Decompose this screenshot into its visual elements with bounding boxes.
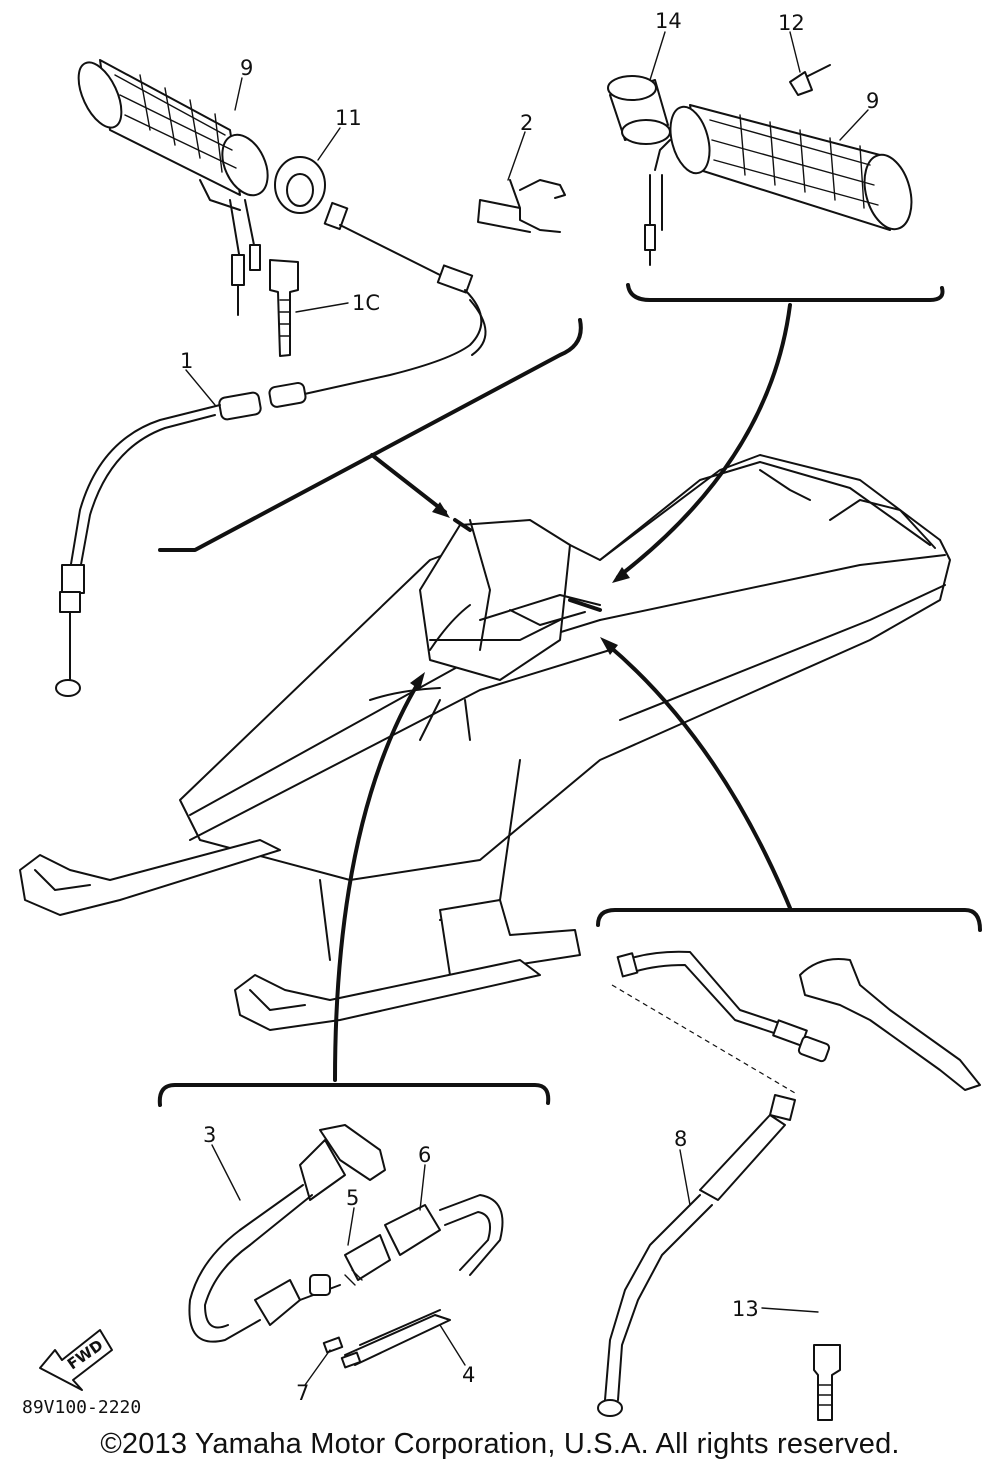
cable-band [269,259,299,357]
right-grip-group [607,64,913,266]
bottom-right-bracket [596,908,982,932]
callout-11: 11 [335,106,362,130]
callout-13: 13 [732,1297,759,1321]
grip-heater-left [77,59,269,316]
callout-7: 7 [296,1381,309,1405]
callout-9-left: 9 [240,56,253,80]
screw [789,64,831,96]
bottom-right-arrow [606,643,792,910]
cable-hook [477,179,566,233]
collar-ring [274,156,326,214]
bottom-left-group [188,1124,504,1369]
left-group-arrow [370,453,447,514]
callout-4: 4 [462,1363,475,1387]
callout-8: 8 [674,1127,687,1151]
fwd-arrow-icon: FWD [39,1329,113,1391]
callout-6: 6 [418,1143,431,1167]
right-group-bracket [626,283,945,302]
callout-2: 2 [520,111,533,135]
callout-leaders [185,31,869,1386]
callout-12: 12 [778,11,805,35]
bottom-left-arrow [333,678,422,1082]
callout-1: 1 [180,349,193,373]
callout-9-right: 9 [866,89,879,113]
grip-cap [607,75,671,145]
snowmobile-illustration [19,454,951,1031]
bottom-left-bracket [157,1083,551,1107]
copyright-notice: ©2013 Yamaha Motor Corporation, U.S.A. A… [100,1428,900,1460]
callout-5: 5 [346,1186,359,1210]
left-grip-group [55,59,566,697]
bottom-right-group [597,950,981,1421]
throttle-cable [55,201,487,697]
diagram-code: 89V100-2220 [22,1397,141,1418]
callout-10: 1C [352,291,380,315]
callout-14: 14 [655,9,682,33]
left-group-bracket [158,318,583,552]
callout-3: 3 [203,1123,216,1147]
callout-labels: 9 11 2 1C 1 14 12 9 3 5 6 4 7 8 13 [180,9,879,1405]
grip-heater-right [644,104,913,266]
right-group-arrow [616,303,792,579]
